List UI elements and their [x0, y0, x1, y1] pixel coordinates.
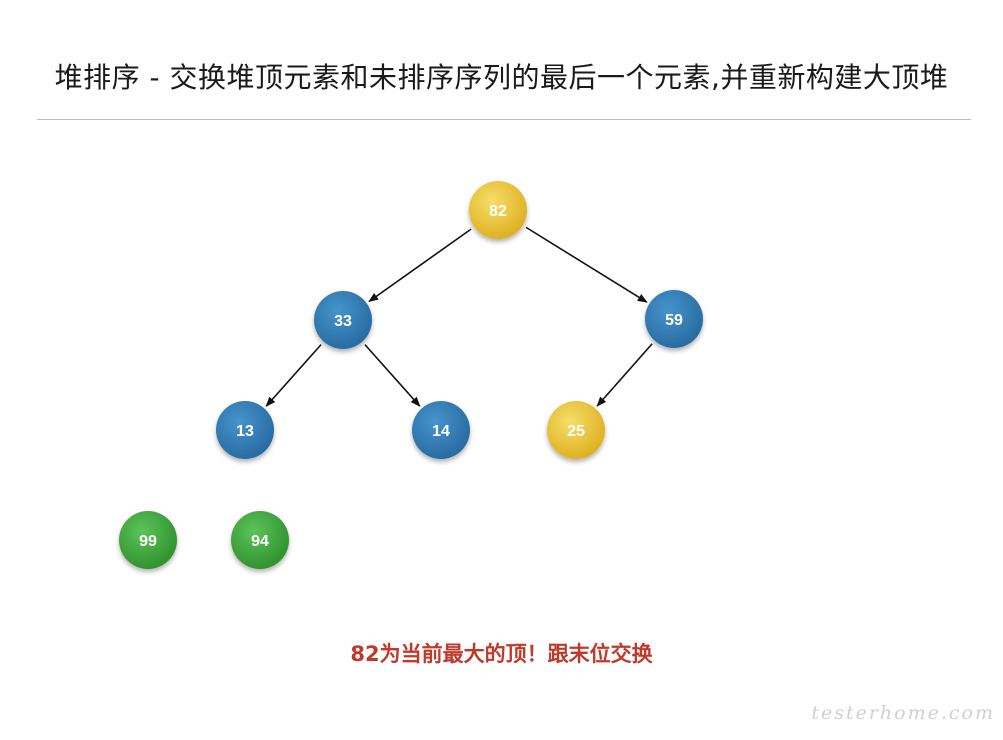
- edge-33-to-13: [265, 344, 322, 407]
- heap-node-33-circle: [314, 291, 372, 349]
- heap-node-33-label: 33: [334, 313, 352, 330]
- heap-node-82-circle: [469, 181, 527, 239]
- nodes-layer: 82 33 59 13 14 25 99 94: [119, 181, 703, 569]
- title-divider: [37, 119, 971, 120]
- heap-node-25: 25: [547, 401, 605, 459]
- heap-node-25-label: 25: [567, 423, 585, 440]
- watermark: testerhome.com: [811, 702, 995, 724]
- sorted-node-99-label: 99: [139, 533, 157, 550]
- edges-layer: [265, 226, 653, 407]
- sorted-node-99-circle: [119, 511, 177, 569]
- edge-33-to-14: [364, 344, 421, 407]
- heap-node-14: 14: [412, 401, 470, 459]
- edge-82-to-33: [368, 228, 472, 303]
- sorted-node-94: 94: [231, 511, 289, 569]
- heap-node-13-circle: [216, 401, 274, 459]
- page-title: 堆排序 - 交换堆顶元素和未排序序列的最后一个元素,并重新构建大顶堆: [54, 61, 949, 94]
- edge-59-to-25: [596, 343, 653, 407]
- heap-node-59-label: 59: [665, 312, 683, 329]
- heap-node-82-label: 82: [489, 203, 507, 220]
- heap-node-59-circle: [645, 290, 703, 348]
- caption-text: 82为当前最大的顶！跟末位交换: [350, 642, 653, 666]
- heap-node-14-circle: [412, 401, 470, 459]
- sorted-node-94-circle: [231, 511, 289, 569]
- heap-node-13-label: 13: [236, 423, 254, 440]
- heap-node-13: 13: [216, 401, 274, 459]
- sorted-node-94-label: 94: [251, 533, 269, 550]
- heap-node-82: 82: [469, 181, 527, 239]
- heap-node-59: 59: [645, 290, 703, 348]
- heap-node-14-label: 14: [432, 423, 450, 440]
- heap-node-25-circle: [547, 401, 605, 459]
- edge-82-to-59: [525, 226, 648, 303]
- sorted-node-99: 99: [119, 511, 177, 569]
- heap-node-33: 33: [314, 291, 372, 349]
